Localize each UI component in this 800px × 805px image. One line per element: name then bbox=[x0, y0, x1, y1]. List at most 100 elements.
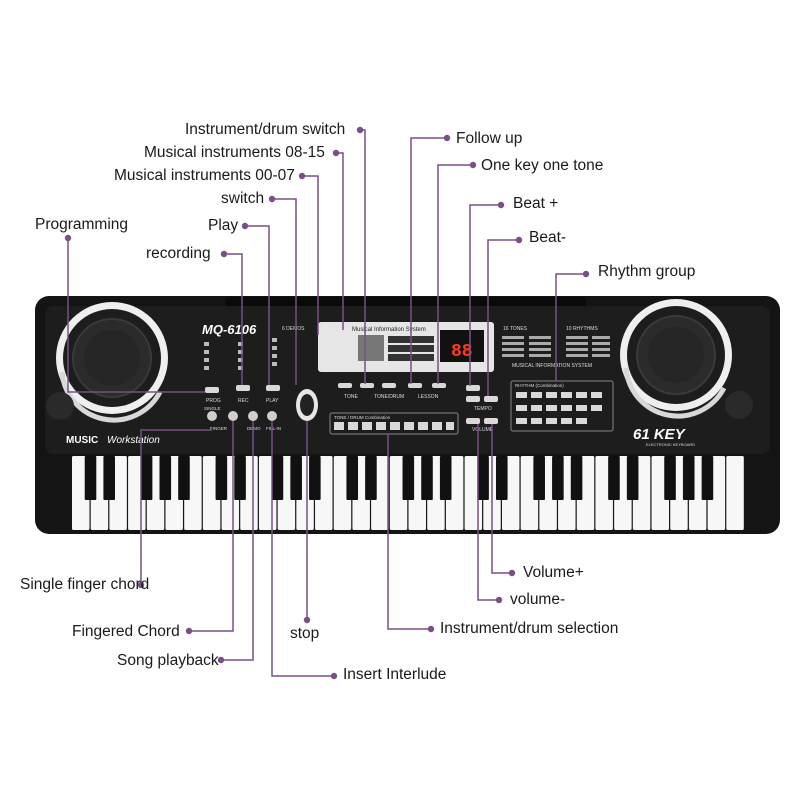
black-key bbox=[533, 456, 545, 500]
key-badge-sub: ELECTRONIC KEYBOARD bbox=[646, 442, 695, 447]
demo-label: DEMO bbox=[247, 426, 261, 431]
black-key bbox=[626, 456, 639, 500]
leader-line bbox=[410, 137, 447, 384]
black-key bbox=[570, 456, 583, 500]
demos-header: 6 DEMOS bbox=[282, 326, 305, 332]
leader-dot bbox=[241, 222, 249, 230]
leader-dot bbox=[582, 270, 590, 278]
leader-dot bbox=[508, 569, 516, 577]
black-key bbox=[103, 456, 115, 500]
prog-label: PROG bbox=[206, 398, 221, 404]
tone-drum-combo-label: TONE / DRUM Combination bbox=[334, 415, 391, 420]
black-key bbox=[477, 456, 489, 500]
leader-line bbox=[437, 164, 473, 384]
black-key bbox=[552, 456, 564, 500]
label-song-playback: Song playback bbox=[117, 652, 219, 669]
control-panel bbox=[45, 306, 770, 454]
leader-dot bbox=[64, 234, 72, 242]
leader-line bbox=[189, 421, 234, 632]
black-key bbox=[178, 456, 190, 500]
label-one-key-one-tone: One key one tone bbox=[481, 157, 604, 174]
black-key bbox=[346, 456, 359, 500]
volume-label: VOLUME bbox=[472, 427, 494, 433]
leader-dot bbox=[443, 134, 451, 142]
leader-line bbox=[245, 225, 270, 385]
rec-label: REC bbox=[238, 398, 249, 404]
label-instrument-drum-switch: Instrument/drum switch bbox=[185, 121, 346, 138]
leader-dot bbox=[268, 195, 276, 203]
finger-label: FINGER bbox=[210, 426, 228, 431]
tone-label: TONE bbox=[344, 394, 358, 400]
leader-dot bbox=[217, 656, 225, 664]
label-volume-minus: volume- bbox=[510, 591, 566, 608]
model-name: MQ-6106 bbox=[202, 322, 257, 337]
round-buttons bbox=[207, 411, 277, 421]
black-key bbox=[608, 456, 620, 500]
leader-dot bbox=[303, 616, 311, 624]
leader-line bbox=[491, 424, 512, 574]
black-key bbox=[234, 456, 246, 500]
leader-line bbox=[221, 421, 254, 661]
panel-title: Musical Information System bbox=[352, 327, 426, 333]
label-follow-up: Follow up bbox=[456, 130, 523, 147]
leader-dot bbox=[497, 201, 505, 209]
right-speaker bbox=[620, 299, 732, 419]
leader-line bbox=[487, 239, 519, 396]
leader-dot bbox=[469, 161, 477, 169]
button-row-top bbox=[205, 383, 480, 393]
black-key bbox=[290, 456, 302, 500]
leader-line bbox=[272, 198, 297, 385]
demo-list bbox=[204, 338, 277, 370]
label-programming: Programming bbox=[35, 216, 129, 233]
label-play: Play bbox=[208, 217, 239, 234]
label-volume-plus: Volume+ bbox=[523, 564, 584, 581]
label-rhythm-group: Rhythm group bbox=[598, 263, 696, 280]
label-stop: stop bbox=[290, 625, 320, 642]
stop-button bbox=[296, 389, 318, 421]
black-key bbox=[159, 456, 172, 500]
leader-dot bbox=[330, 672, 338, 680]
single-label: SINGLE bbox=[204, 406, 221, 411]
leader-line bbox=[387, 434, 431, 630]
black-key bbox=[421, 456, 433, 500]
leader-line bbox=[477, 424, 499, 601]
label-insert-interlude: Insert Interlude bbox=[343, 666, 447, 683]
leader-dot bbox=[332, 149, 340, 157]
label-fingered-chord: Fingered Chord bbox=[72, 623, 180, 640]
leader-dot bbox=[137, 581, 145, 589]
leader-dot bbox=[185, 627, 193, 635]
leader-line bbox=[469, 204, 501, 386]
leader-dot bbox=[298, 172, 306, 180]
leader-line bbox=[67, 238, 205, 393]
label-switch: switch bbox=[221, 190, 265, 207]
tempo-volume-buttons bbox=[466, 396, 498, 424]
tone-drum-combo-block bbox=[329, 412, 459, 435]
white-key bbox=[726, 456, 744, 530]
rhythm-header: RHYTHM (Combination) bbox=[515, 383, 564, 388]
tone-list bbox=[502, 336, 610, 357]
leader-dot bbox=[515, 236, 523, 244]
left-speaker bbox=[56, 302, 168, 423]
tone-drum-label: TONE/DRUM bbox=[374, 394, 404, 400]
info-panel: Musical Information System 88 bbox=[318, 322, 494, 372]
leader-dot bbox=[356, 126, 364, 134]
black-key bbox=[140, 456, 153, 500]
label-instrument-drum-selection: Instrument/drum selection bbox=[440, 620, 619, 637]
leader-line bbox=[271, 421, 334, 677]
label-musical-instruments-00-07: Musical instruments 00-07 bbox=[114, 167, 295, 184]
black-key bbox=[701, 456, 714, 500]
black-key bbox=[309, 456, 321, 500]
display-digits: 88 bbox=[451, 342, 473, 362]
black-key bbox=[215, 456, 228, 500]
label-musical-instruments-08-15: Musical instruments 08-15 bbox=[144, 144, 325, 161]
rhythm-block bbox=[510, 380, 614, 432]
lesson-label: LESSON bbox=[418, 394, 439, 400]
leader-line bbox=[555, 273, 586, 381]
leader-dot bbox=[220, 250, 228, 258]
black-key bbox=[84, 456, 97, 500]
info-system-text: MUSICAL INFORMATION SYSTEM bbox=[512, 363, 592, 369]
leader-line bbox=[140, 429, 212, 585]
right-grille bbox=[725, 391, 753, 419]
